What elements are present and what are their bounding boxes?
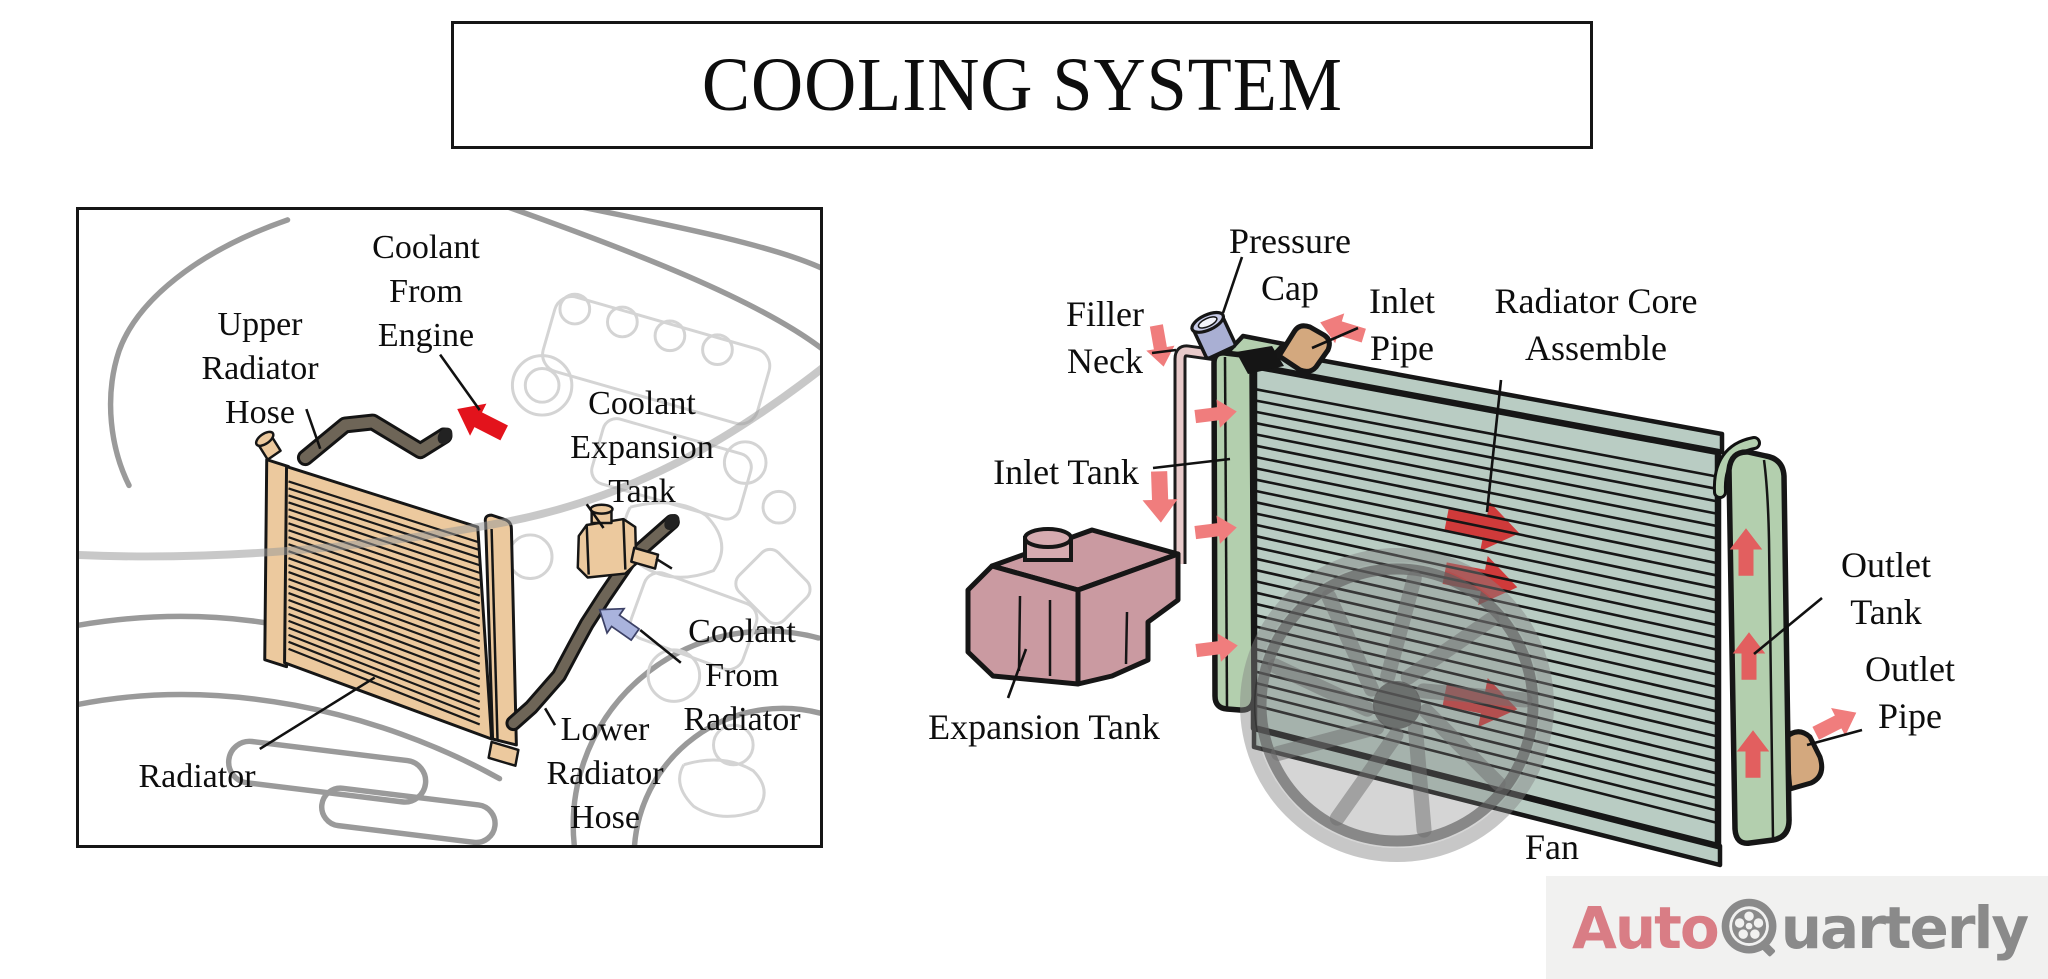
radiator-bracket (487, 740, 520, 767)
label-outlet-tank: Outlet Tank (1841, 545, 1931, 632)
label-upper-radiator-hose: Upper Radiator Hose (201, 306, 319, 431)
label-fan: Fan (1525, 827, 1579, 867)
label-expansion-tank: Expansion Tank (928, 707, 1160, 747)
radiator-assembly-illustration (965, 256, 1864, 868)
engine-bay-illustration (79, 210, 820, 845)
filler-neck (1173, 344, 1231, 564)
label-coolant-from-radiator: Coolant From Radiator (683, 613, 801, 738)
title-box: COOLING SYSTEM (451, 21, 1593, 149)
label-inlet-pipe: Inlet Pipe (1369, 281, 1435, 368)
label-coolant-from-engine: Coolant From Engine (372, 229, 480, 354)
radiator-filler-opening (254, 430, 275, 448)
logo-prefix: Auto (1572, 893, 1720, 962)
coolant-expansion-tank (576, 503, 673, 579)
pressure-cap (1190, 310, 1284, 374)
expansion-tank (965, 527, 1181, 687)
engine-bay-panel: Coolant From Engine Upper Radiator Hose … (76, 207, 823, 848)
label-coolant-expansion-tank: Coolant Expansion Tank (570, 385, 714, 510)
leader-lines (259, 353, 682, 751)
radiator (254, 430, 520, 767)
wheel-icon (1721, 898, 1777, 956)
outlet-pipe (1782, 729, 1825, 792)
upper-radiator-hose (296, 413, 453, 467)
label-radiator-core-assemble: Radiator Core Assemble (1494, 281, 1698, 368)
label-filler-neck: Filler Neck (1066, 294, 1144, 381)
engine-sketch (506, 292, 812, 818)
label-inlet-tank: Inlet Tank (993, 452, 1139, 492)
label-pressure-cap: Pressure Cap (1229, 221, 1351, 308)
fan-blades (1267, 570, 1533, 838)
overflow-stub (630, 546, 660, 570)
logo-box: Auto uarterly (1546, 876, 2048, 979)
hood-line (79, 364, 820, 561)
label-outlet-pipe: Outlet Pipe (1865, 649, 1955, 736)
radiator-assembly-diagram: Pressure Cap Inlet Pipe Filler Neck Radi… (880, 160, 2048, 900)
core-fins (1255, 388, 1717, 824)
label-lower-radiator-hose: Lower Radiator Hose (546, 711, 664, 836)
car-body-outline (79, 210, 820, 845)
radiator-left-tank (263, 458, 291, 669)
page-title: COOLING SYSTEM (701, 42, 1343, 127)
logo-suffix: uarterly (1780, 893, 2029, 962)
hot-coolant-arrow-icon (449, 392, 513, 450)
cooling-fan (1240, 548, 1554, 862)
label-radiator: Radiator (138, 758, 256, 795)
auto-quarterly-logo: Auto uarterly (1572, 893, 2029, 962)
leader-lines (1006, 256, 1863, 747)
